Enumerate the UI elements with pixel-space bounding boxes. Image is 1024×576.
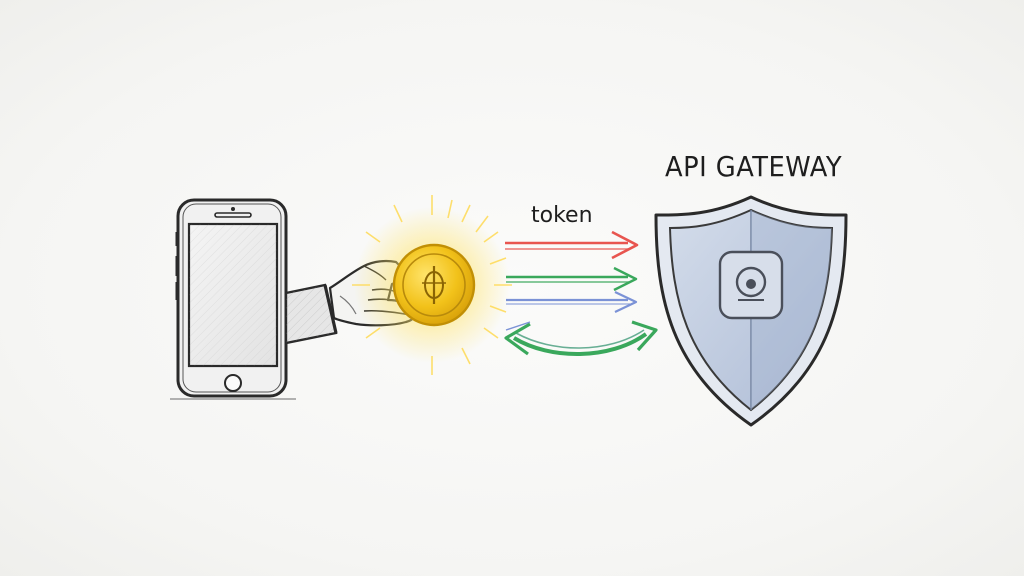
token-arrow-red: [505, 232, 637, 258]
smartphone-icon: [170, 200, 296, 399]
gateway-title: API GATEWAY: [665, 150, 842, 183]
token-label: token: [531, 203, 593, 228]
exchange-arrow-bidirectional: [506, 322, 656, 354]
request-arrow-blue: [506, 292, 636, 312]
request-arrow-green: [506, 268, 636, 290]
lock-icon: [720, 252, 782, 318]
coin-icon: [352, 195, 512, 375]
